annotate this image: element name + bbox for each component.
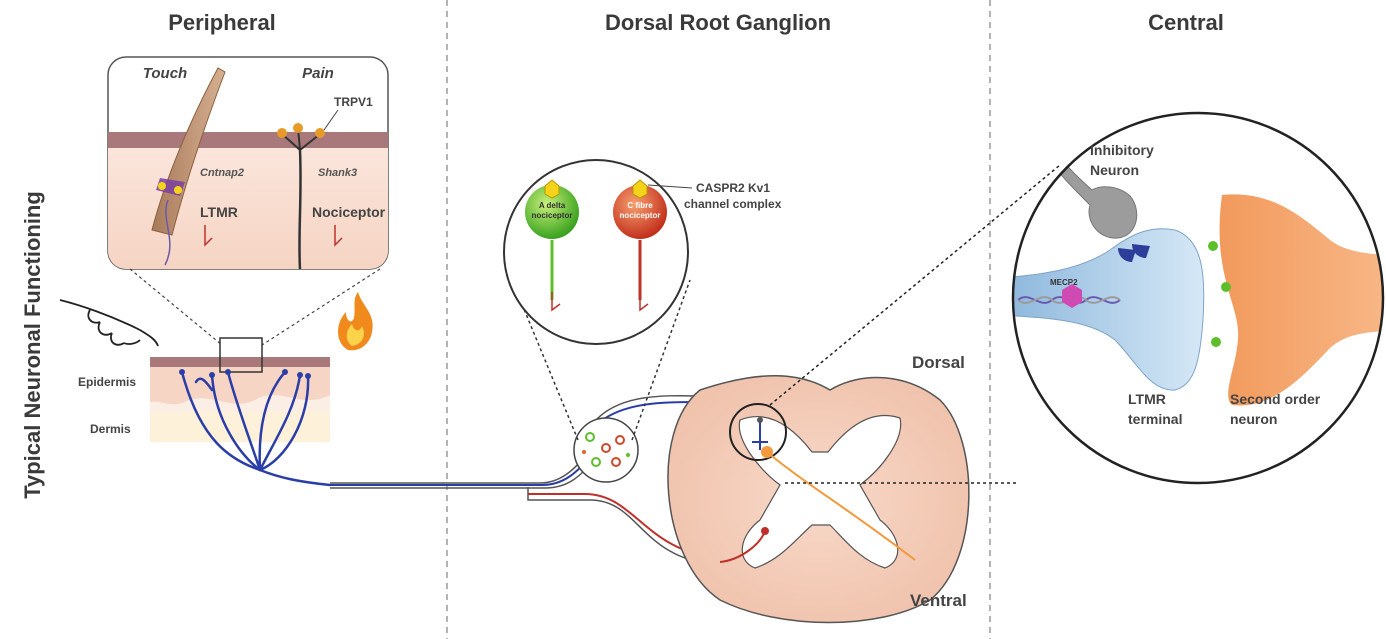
drg-inset — [504, 160, 688, 344]
inset-pain-label: Pain — [302, 65, 334, 82]
side-label: Typical Neuronal Functioning — [20, 191, 45, 499]
dorsal-label: Dorsal — [912, 353, 965, 372]
dermis-label: Dermis — [90, 422, 131, 436]
shank3-label: Shank3 — [318, 167, 357, 179]
spinal-cord — [668, 376, 969, 623]
ltmr-terminal-label-1: LTMR — [1128, 391, 1166, 407]
peripheral-inset: Touch Pain TRPV1 Cntnap2 Shank3 LTMR Noc… — [108, 57, 388, 275]
flame-icon — [338, 292, 373, 350]
ventral-label: Ventral — [910, 591, 967, 610]
c-fibre-label-2: nociceptor — [620, 211, 661, 220]
second-order-label-1: Second order — [1230, 391, 1321, 407]
inhibitory-label-2: Neuron — [1090, 162, 1139, 178]
a-delta-label-1: A delta — [539, 201, 566, 210]
central-inset — [1000, 113, 1386, 483]
hand-icon — [60, 300, 158, 346]
mecp2-label: MECP2 — [1050, 278, 1078, 287]
header-drg: Dorsal Root Ganglion — [605, 10, 831, 35]
epidermis-label: Epidermis — [78, 375, 136, 389]
skin-block — [150, 338, 330, 442]
ltmr-label: LTMR — [200, 204, 238, 220]
ltmr-terminal-label-2: terminal — [1128, 411, 1182, 427]
header-central: Central — [1148, 10, 1224, 35]
trpv1-label: TRPV1 — [334, 95, 373, 109]
inset-touch-label: Touch — [143, 65, 187, 82]
cntnap2-label: Cntnap2 — [200, 167, 244, 179]
inhibitory-label-1: Inhibitory — [1090, 142, 1154, 158]
a-delta-label-2: nociceptor — [532, 211, 573, 220]
caspr2-label-1: CASPR2 Kv1 — [696, 181, 770, 195]
c-fibre-label-1: C fibre — [627, 201, 653, 210]
nociceptor-label: Nociceptor — [312, 204, 386, 220]
header-peripheral: Peripheral — [168, 10, 276, 35]
drg-ganglion — [574, 418, 638, 482]
second-order-label-2: neuron — [1230, 411, 1277, 427]
caspr2-label-2: channel complex — [684, 197, 782, 211]
